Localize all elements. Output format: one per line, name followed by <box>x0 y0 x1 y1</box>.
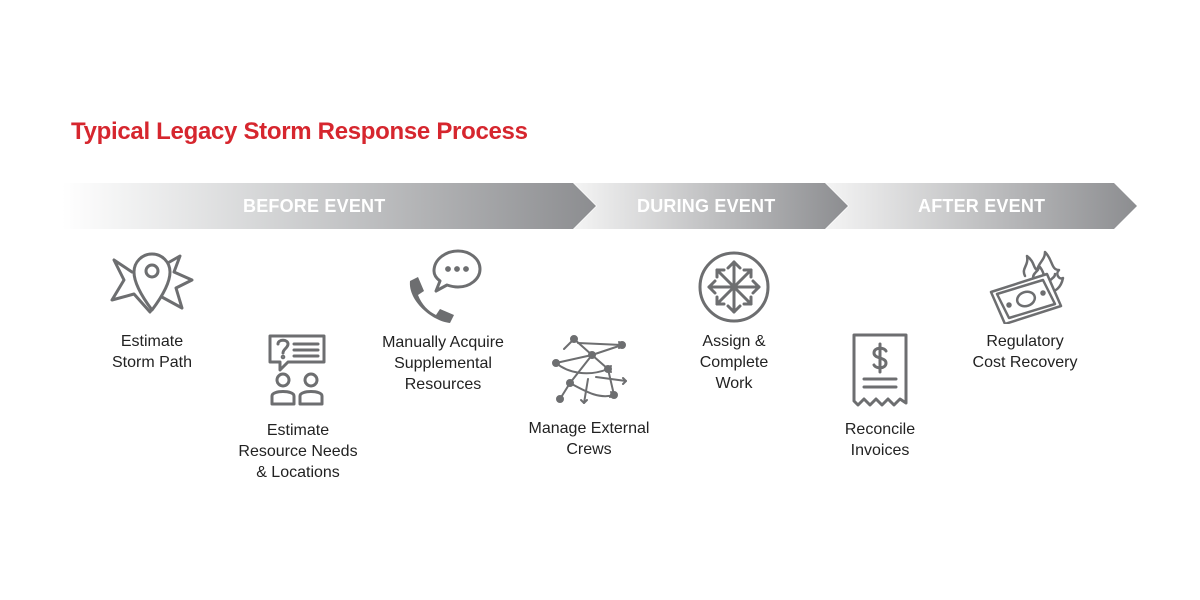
receipt-icon <box>850 333 910 409</box>
phase-label-before-event: BEFORE EVENT <box>243 196 386 216</box>
page-title: Typical Legacy Storm Response Process <box>71 118 528 145</box>
step-label-manually-acquire-resources: Manually Acquire Supplemental Resources <box>382 334 504 393</box>
step-label-reconcile-invoices: Reconcile Invoices <box>844 421 916 459</box>
step-label-manage-external-crews: Manage External Crews <box>528 420 650 458</box>
step-label-estimate-resource-needs: Estimate Resource Needs & Locations <box>238 422 358 481</box>
phase-label-during-event: DURING EVENT <box>637 196 776 216</box>
question-people-icon <box>266 334 330 408</box>
phase-label-after-event: AFTER EVENT <box>918 196 1046 216</box>
four-way-arrows-icon <box>697 250 771 324</box>
step-label-assign-complete-work: Assign & Complete Work <box>699 333 769 392</box>
step-label-regulatory-cost-recovery: Regulatory Cost Recovery <box>972 333 1078 371</box>
network-arrows-icon <box>548 333 630 407</box>
burning-money-icon <box>989 248 1065 324</box>
phone-chat-icon <box>404 249 484 325</box>
step-label-estimate-storm-path: Estimate Storm Path <box>111 333 193 371</box>
map-pin-burst-icon <box>110 250 194 314</box>
